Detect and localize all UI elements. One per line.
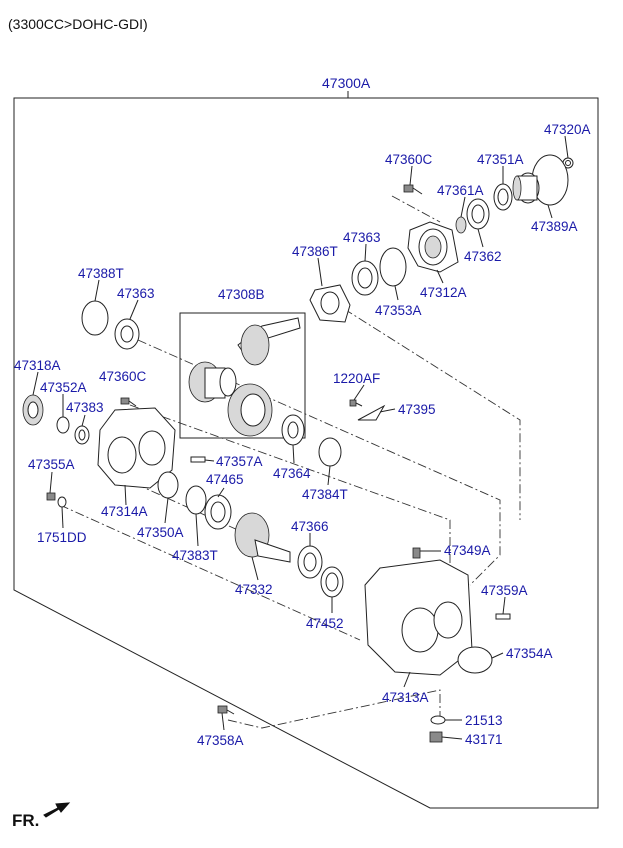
part-label[interactable]: 47360C (99, 369, 147, 384)
assembly-label[interactable]: 47300A (322, 75, 371, 91)
part-label[interactable]: 1220AF (333, 371, 380, 386)
part-label[interactable]: 47386T (292, 244, 338, 259)
part-label[interactable]: 47364 (273, 466, 311, 481)
part-label[interactable]: 47350A (137, 525, 184, 540)
direction-label: FR. (12, 811, 40, 830)
part-label[interactable]: 47384T (302, 487, 348, 502)
part-label[interactable]: 43171 (465, 732, 503, 747)
part-label[interactable]: 47355A (28, 457, 75, 472)
part-label[interactable]: 47349A (444, 543, 491, 558)
part-label[interactable]: 21513 (465, 713, 503, 728)
part-label[interactable]: 47358A (197, 733, 244, 748)
arrow-icon (43, 802, 71, 818)
part-label[interactable]: 47362 (464, 249, 502, 264)
part-label[interactable]: 47353A (375, 303, 422, 318)
part-label[interactable]: 47352A (40, 380, 87, 395)
part-label[interactable]: 47318A (14, 358, 61, 373)
part-shapes (22, 154, 574, 743)
part-label[interactable]: 47359A (481, 583, 528, 598)
assembly-guides (59, 195, 521, 729)
subassembly-box (179, 312, 306, 439)
part-label[interactable]: 47332 (235, 582, 273, 597)
diagram-title: (3300CC>DOHC-GDI) (8, 16, 148, 32)
part-label[interactable]: 47361A (437, 183, 484, 198)
part-label[interactable]: 47360C (385, 152, 433, 167)
part-label[interactable]: 47383 (66, 400, 104, 415)
part-label[interactable]: 47363 (343, 230, 381, 245)
part-label[interactable]: 47357A (216, 454, 263, 469)
subassembly-label[interactable]: 47308B (218, 287, 265, 302)
part-labels: 47300A 47308B 47320A 47360C 47351A 47361… (14, 75, 591, 748)
part-label[interactable]: 1751DD (37, 530, 87, 545)
part-label[interactable]: 47312A (420, 285, 467, 300)
part-label[interactable]: 47320A (544, 122, 591, 137)
part-label[interactable]: 47363 (117, 286, 155, 301)
part-label[interactable]: 47351A (477, 152, 524, 167)
leader-lines (32, 135, 569, 740)
part-label[interactable]: 47314A (101, 504, 148, 519)
part-label[interactable]: 47395 (398, 402, 436, 417)
part-label[interactable]: 47452 (306, 616, 344, 631)
part-label[interactable]: 47354A (506, 646, 553, 661)
part-label[interactable]: 47388T (78, 266, 124, 281)
part-label[interactable]: 47313A (382, 690, 429, 705)
part-label[interactable]: 47389A (531, 219, 578, 234)
assembly-frame (13, 91, 599, 809)
part-label[interactable]: 47383T (172, 548, 218, 563)
part-label[interactable]: 47366 (291, 519, 329, 534)
part-label[interactable]: 47465 (206, 472, 244, 487)
